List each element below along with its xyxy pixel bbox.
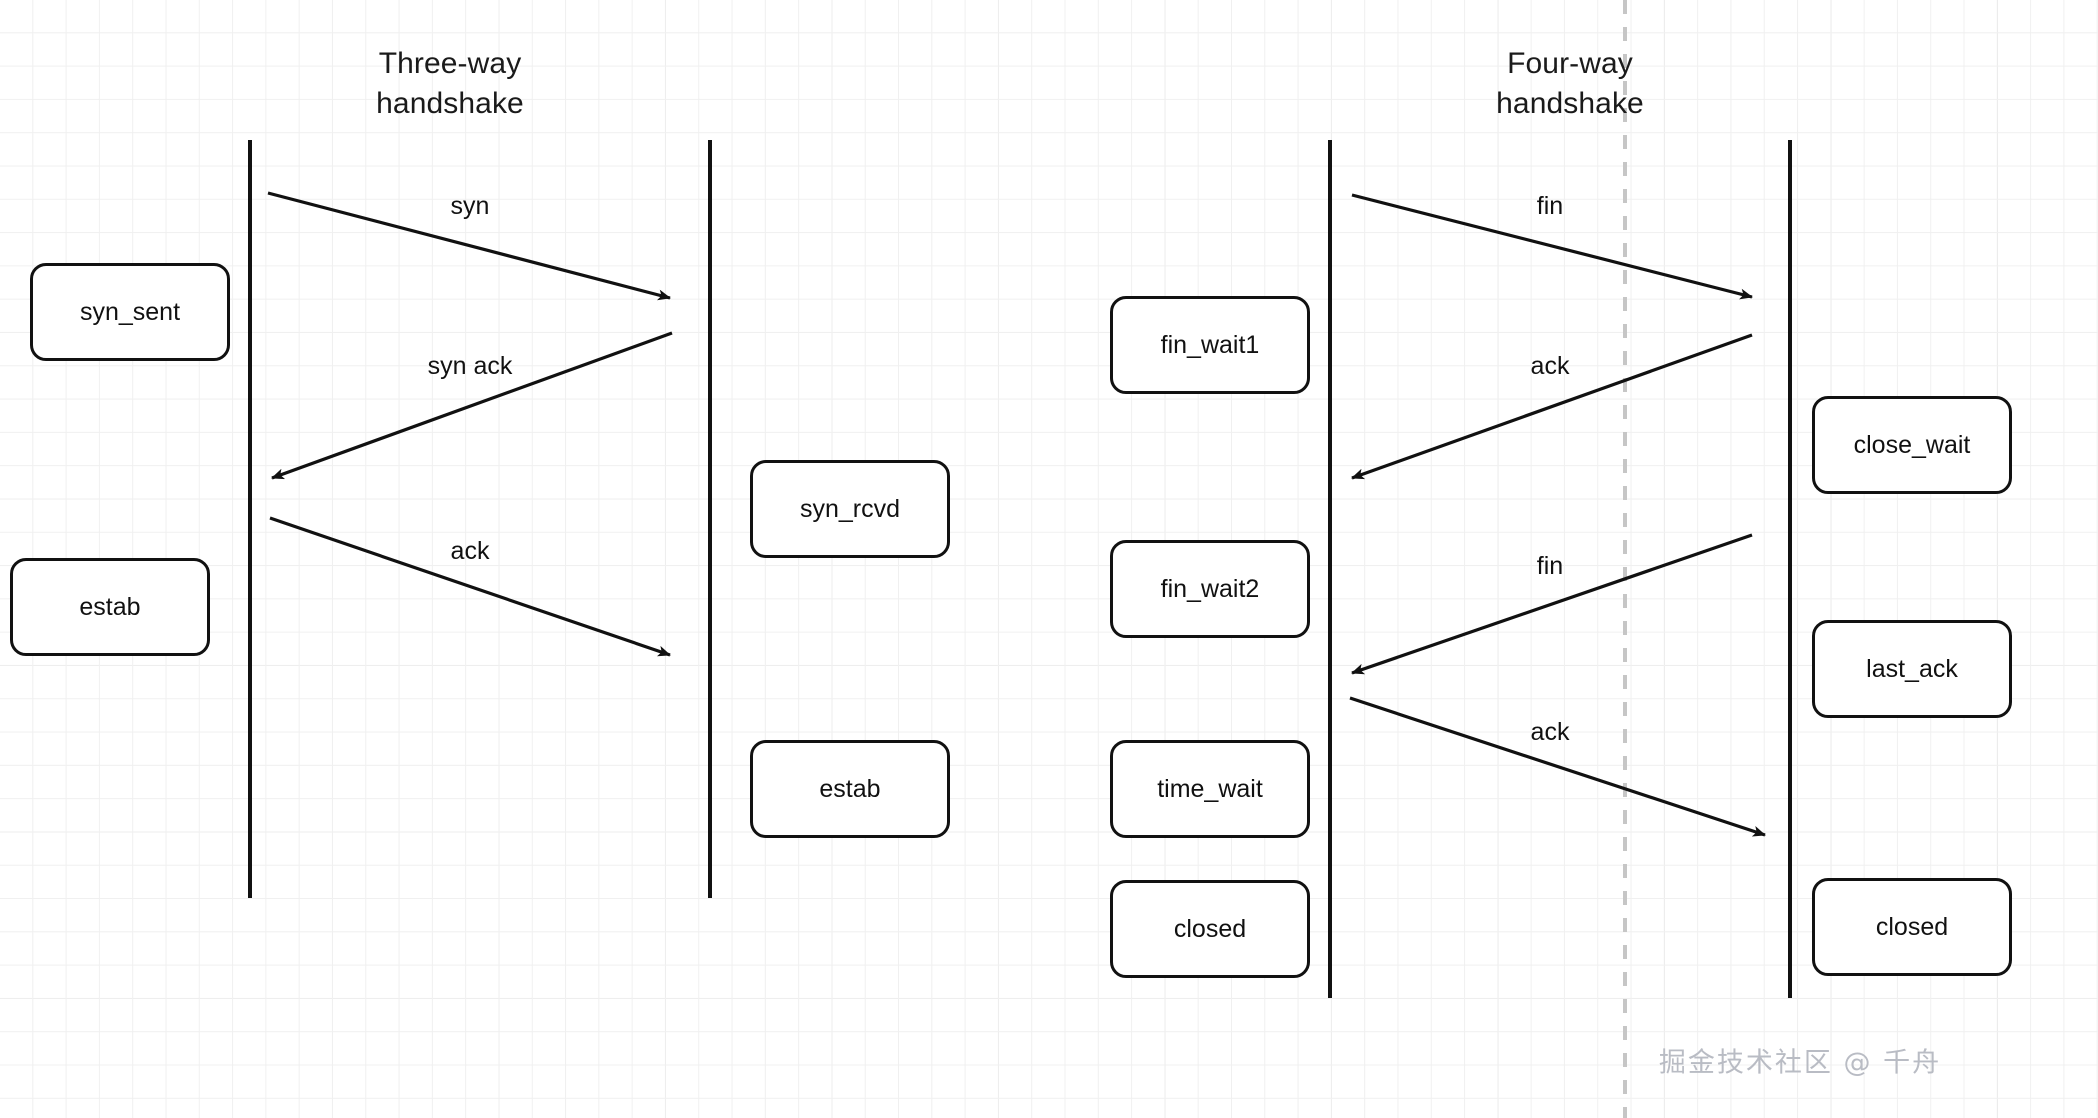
- message-label-fin-1: fin: [1536, 192, 1564, 220]
- state-box-closed-client[interactable]: closed: [1110, 880, 1310, 978]
- state-box-estab-server[interactable]: estab: [750, 740, 950, 838]
- message-label-ack-2: ack: [1530, 718, 1570, 746]
- state-box-label: fin_wait2: [1160, 574, 1260, 603]
- state-box-label: closed: [1875, 912, 1949, 941]
- state-box-closed-server[interactable]: closed: [1812, 878, 2012, 976]
- state-box-label: syn_rcvd: [799, 494, 901, 523]
- state-box-syn-rcvd[interactable]: syn_rcvd: [750, 460, 950, 558]
- state-box-fin-wait1[interactable]: fin_wait1: [1110, 296, 1310, 394]
- message-label-syn: syn: [450, 192, 490, 220]
- state-box-label: estab: [79, 592, 141, 621]
- message-label-fin-2: fin: [1536, 552, 1564, 580]
- state-box-label: time_wait: [1157, 774, 1263, 803]
- section-title-three-way: Three-way handshake: [376, 47, 524, 120]
- state-box-close-wait[interactable]: close_wait: [1812, 396, 2012, 494]
- state-box-label: closed: [1173, 914, 1247, 943]
- state-box-last-ack[interactable]: last_ack: [1812, 620, 2012, 718]
- state-box-label: last_ack: [1866, 654, 1958, 683]
- state-box-label: estab: [819, 774, 881, 803]
- state-box-fin-wait2[interactable]: fin_wait2: [1110, 540, 1310, 638]
- message-label-ack-1: ack: [1530, 352, 1570, 380]
- state-box-label: syn_sent: [79, 297, 181, 326]
- section-title-four-way: Four-way handshake: [1496, 47, 1644, 120]
- state-box-syn-sent[interactable]: syn_sent: [30, 263, 230, 361]
- state-box-estab-client[interactable]: estab: [10, 558, 210, 656]
- state-box-time-wait[interactable]: time_wait: [1110, 740, 1310, 838]
- state-box-label: fin_wait1: [1160, 330, 1260, 359]
- watermark-text: 掘金技术社区 @ 千舟: [1658, 1047, 1942, 1079]
- message-label-ack: ack: [450, 537, 490, 565]
- message-label-syn-ack: syn ack: [427, 352, 513, 380]
- state-box-label: close_wait: [1853, 430, 1971, 459]
